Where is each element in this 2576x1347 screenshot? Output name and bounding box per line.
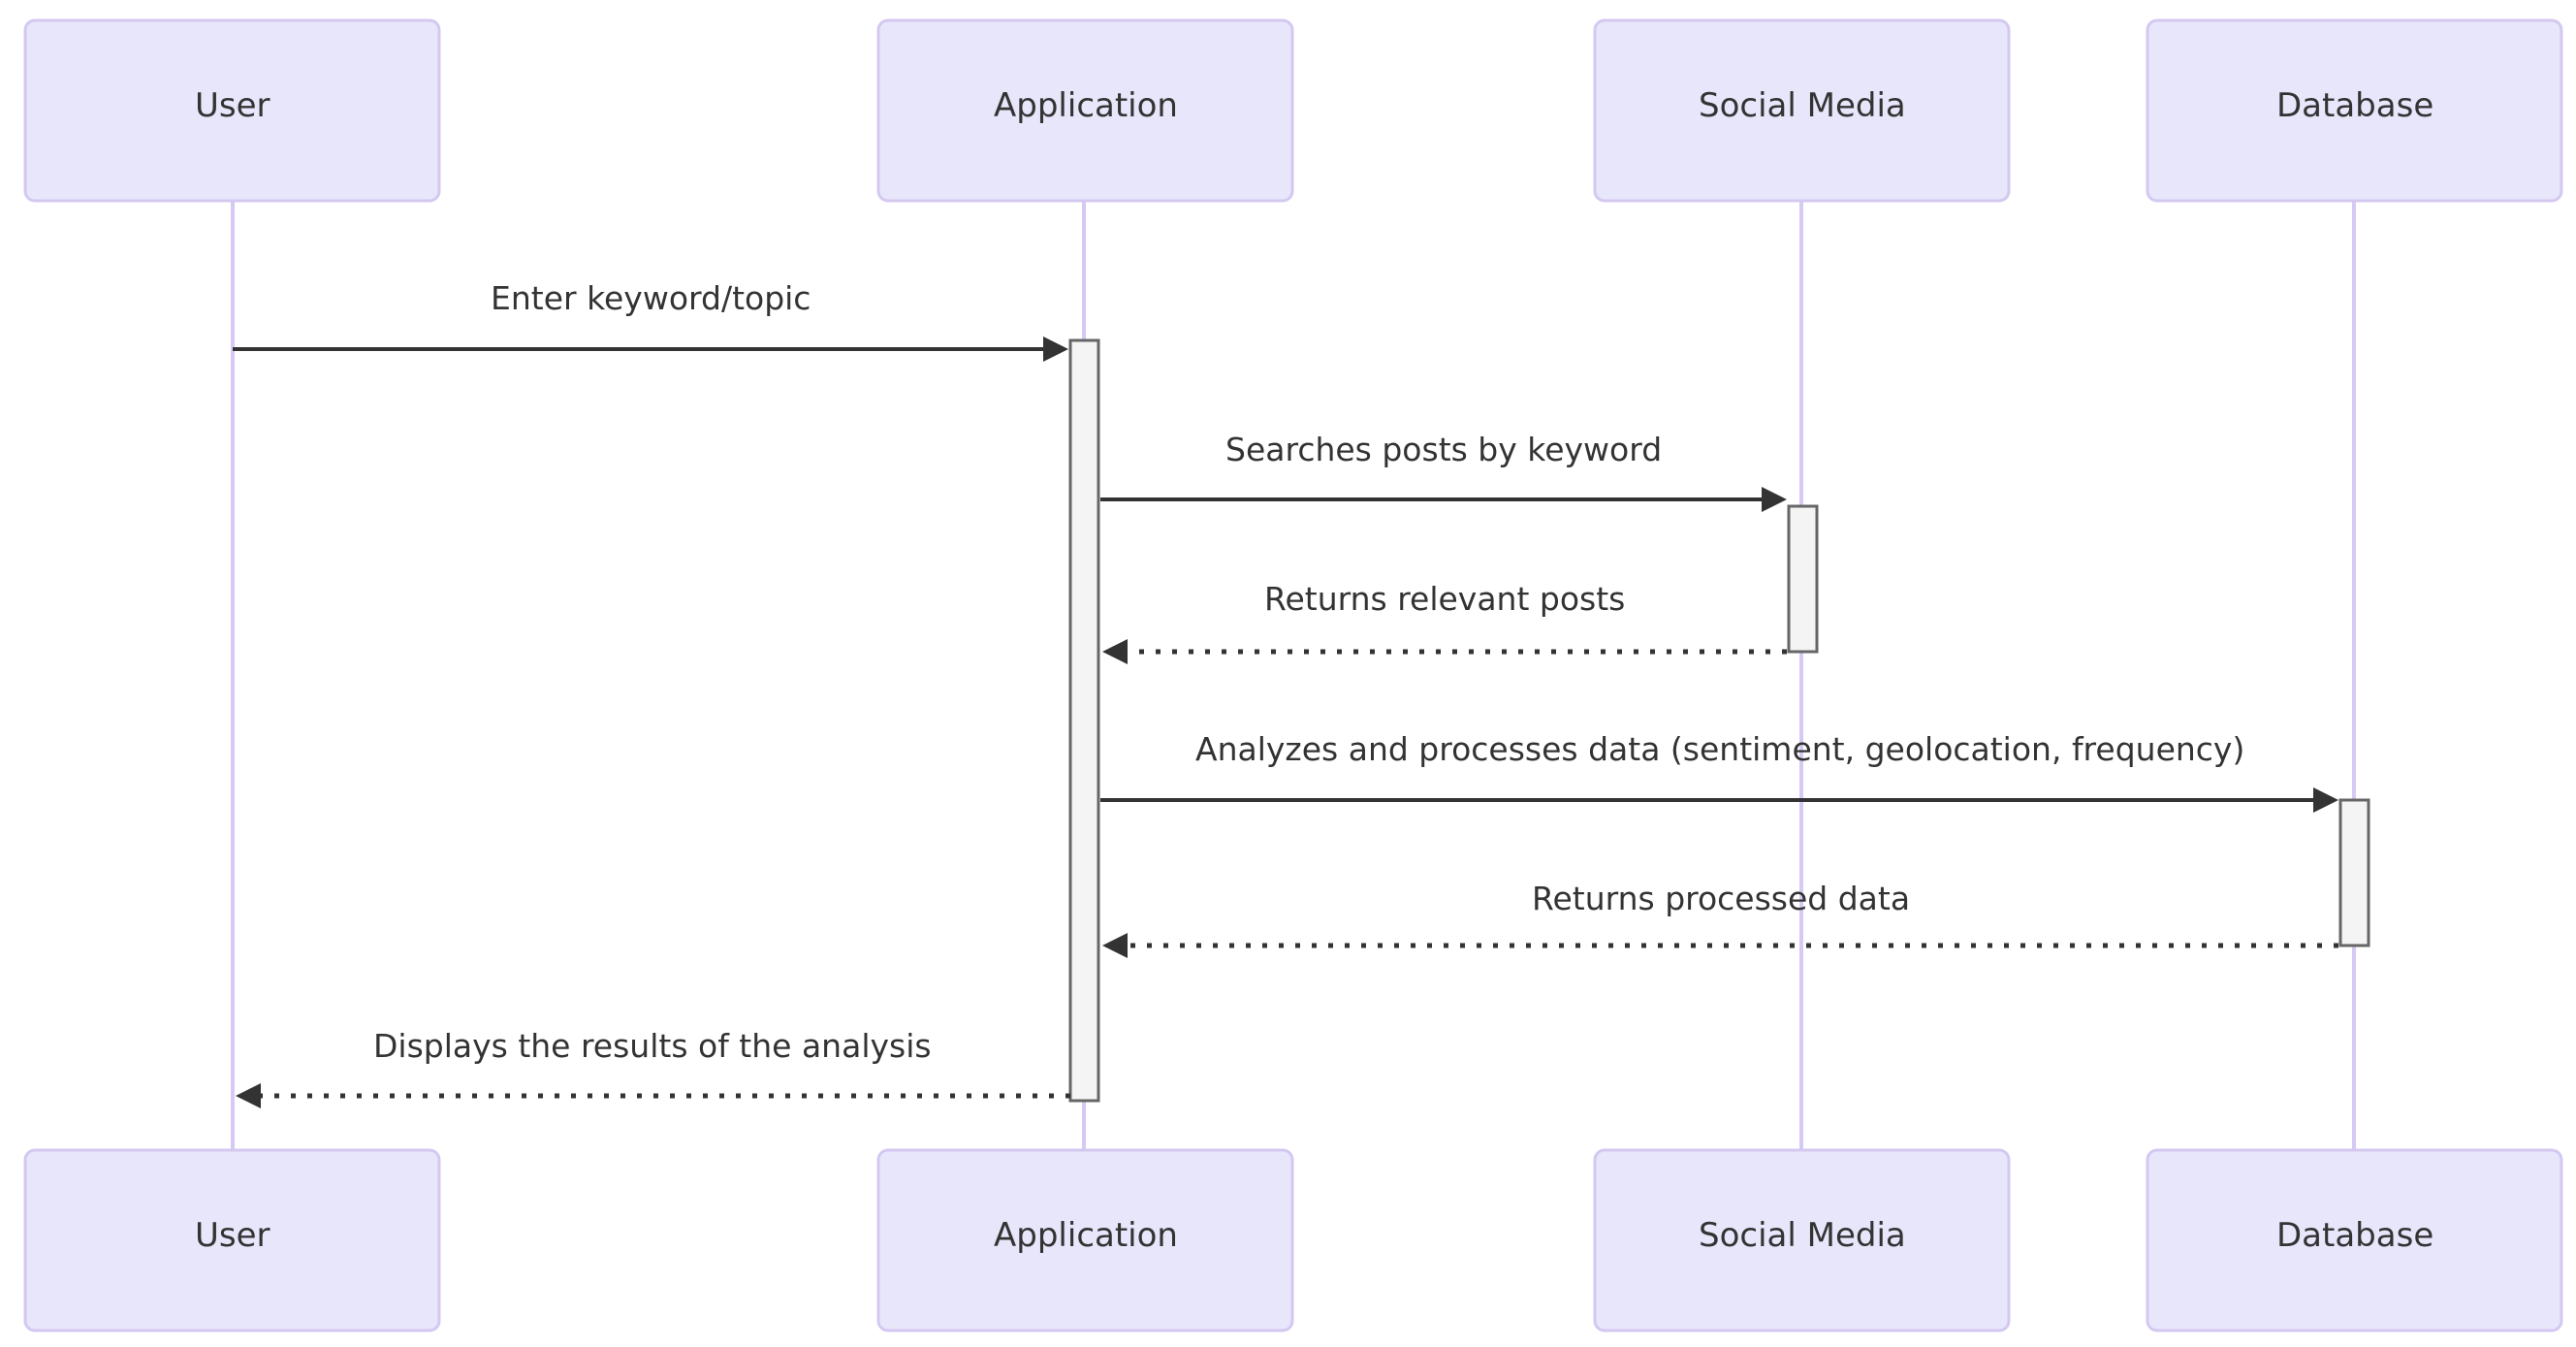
participant-box-user-bottom[interactable] — [23, 1148, 441, 1332]
message-arrowhead-msg-6 — [236, 1083, 261, 1108]
participant-boxes-layer — [23, 18, 2563, 1332]
message-arrowhead-msg-1 — [1043, 337, 1068, 362]
participant-box-social-media-bottom[interactable] — [1593, 1148, 2011, 1332]
participant-box-database-top[interactable] — [2146, 18, 2563, 203]
participant-box-social-media-top[interactable] — [1593, 18, 2011, 203]
participant-box-application-bottom[interactable] — [876, 1148, 1294, 1332]
activations-layer — [1068, 338, 2370, 1103]
participant-box-application-top[interactable] — [876, 18, 1294, 203]
participant-box-database-bottom[interactable] — [2146, 1148, 2563, 1332]
message-arrowhead-msg-3 — [1102, 639, 1128, 664]
lifelines-layer — [231, 201, 2356, 1150]
participant-box-user-top[interactable] — [23, 18, 441, 203]
message-arrowhead-msg-2 — [1762, 487, 1787, 512]
activation-box-application — [1068, 338, 1100, 1103]
messages-layer — [233, 337, 2338, 1108]
message-arrowhead-msg-4 — [2313, 787, 2338, 813]
activation-box-database — [2338, 798, 2370, 947]
activation-box-social-media — [1787, 504, 1819, 654]
message-arrowhead-msg-5 — [1102, 933, 1128, 958]
